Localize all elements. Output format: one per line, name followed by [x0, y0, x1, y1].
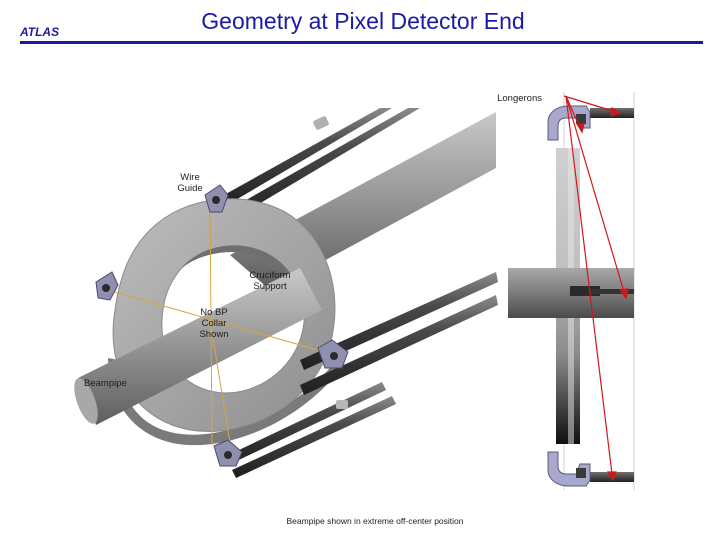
perspective-view: [74, 108, 498, 478]
page-title-text: Geometry at Pixel Detector End: [201, 8, 525, 34]
wire-guide-clip-rear: [313, 116, 329, 130]
atlas-logo: ATLAS: [20, 25, 60, 39]
longeron-rod: [225, 108, 420, 220]
cruciform-support-label: Cruciform Support: [242, 270, 298, 292]
no-bp-collar-label-line3: Shown: [199, 329, 229, 340]
no-bp-collar-label-line1: No BP: [200, 307, 228, 318]
wire-guide-clip-rear: [336, 400, 348, 409]
wire-guide-clip-bottom: [213, 439, 243, 467]
beampipe-front: [74, 268, 322, 425]
wire-guide-label-line1: Wire: [180, 172, 200, 183]
side-view-longeron-top: [547, 105, 634, 141]
cruciform-support-label-line2: Support: [253, 281, 287, 292]
beampipe-label: Beampipe: [84, 378, 127, 389]
longeron-rod: [215, 108, 392, 208]
title-underline: [20, 41, 703, 44]
longeron-rod: [300, 295, 498, 395]
longeron-rod: [300, 272, 498, 370]
side-view: [508, 92, 635, 490]
no-bp-collar-label-line2: Collar: [201, 318, 227, 329]
side-view-beampipe: [508, 268, 634, 318]
cruciform-support-label-line1: Cruciform: [249, 270, 291, 281]
figure-caption: Beampipe shown in extreme off-center pos…: [286, 516, 464, 526]
longeron-pointer-arrows: [563, 95, 629, 482]
wire-guide-label: Wire Guide: [170, 172, 210, 194]
no-bp-collar-label: No BP Collar Shown: [192, 307, 236, 340]
wire-guide-clip-top: [204, 184, 229, 213]
page-title: Geometry at Pixel Detector End: [0, 8, 720, 35]
wire-guide-clip-right: [317, 339, 349, 369]
wire-guide-clip-left: [95, 271, 119, 301]
longeron-rod: [232, 396, 396, 478]
side-view-longeron-bottom: [547, 451, 634, 487]
cruciform-support-lines: [107, 199, 336, 456]
longerons-label: Longerons: [497, 93, 542, 104]
wire-guide-label-line2: Guide: [177, 183, 203, 194]
